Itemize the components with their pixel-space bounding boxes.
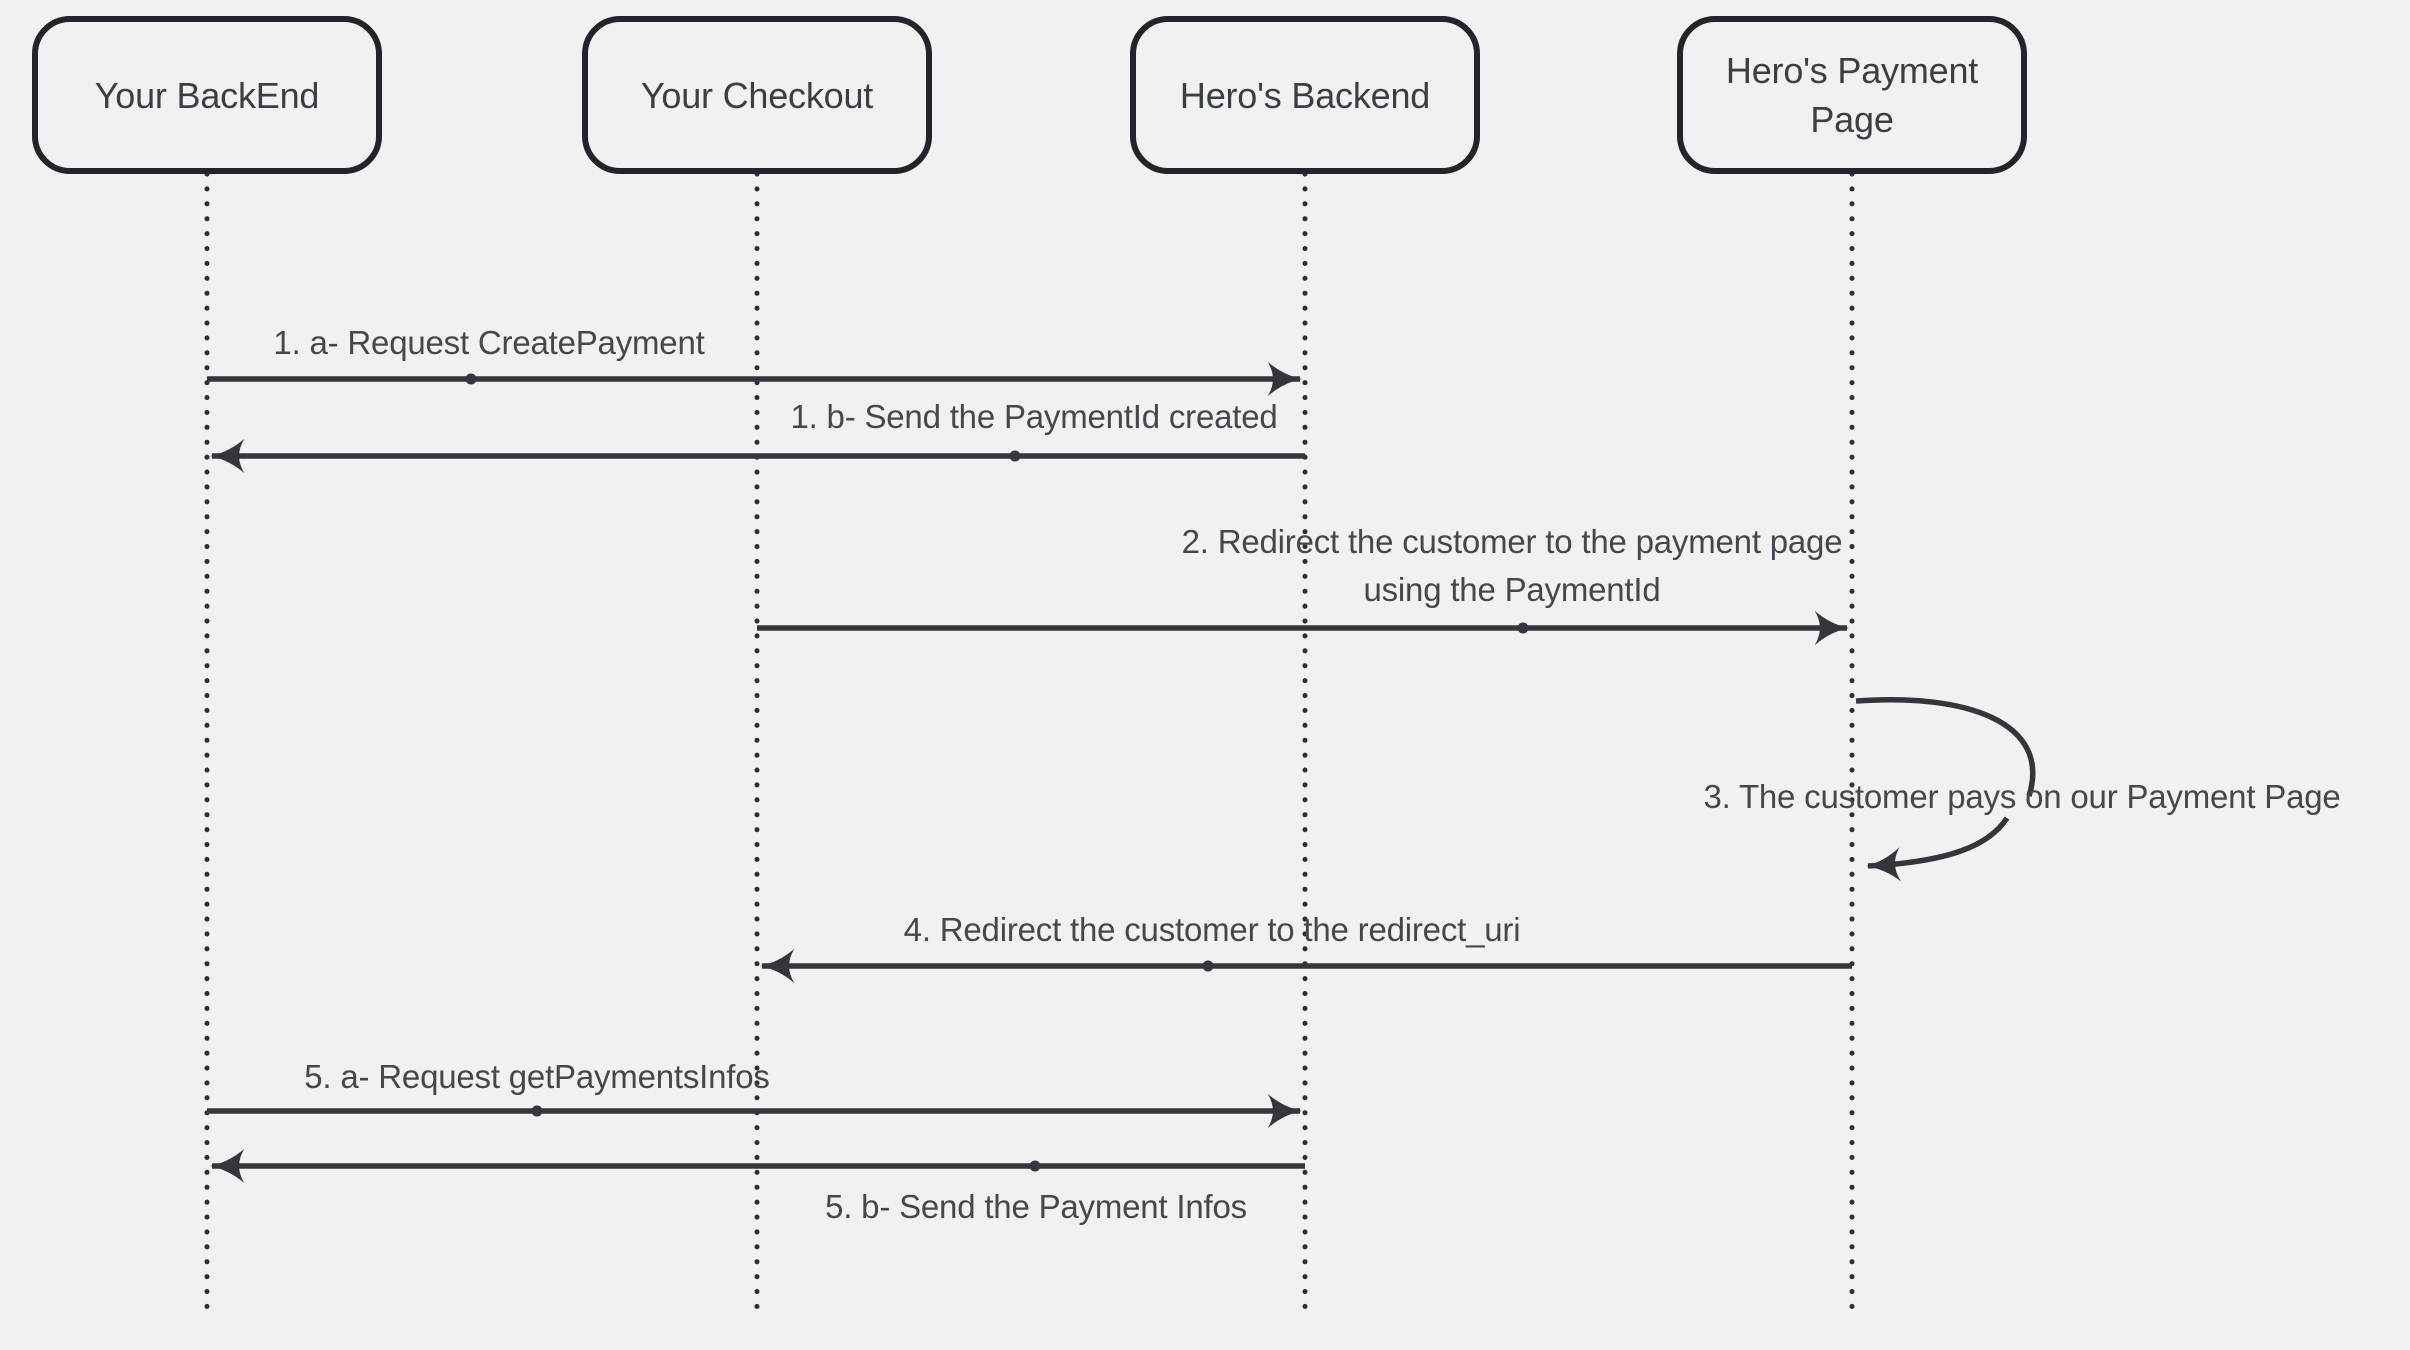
- label-anchor-dot-1b[interactable]: [1009, 450, 1021, 462]
- message-label-5b[interactable]: 5. b- Send the Payment Infos: [825, 1188, 1247, 1225]
- label-anchor-dot-4[interactable]: [1202, 960, 1214, 972]
- message-label-2-line-1: 2. Redirect the customer to the payment …: [1181, 523, 1843, 560]
- message-label-4[interactable]: 4. Redirect the customer to the redirect…: [903, 911, 1521, 948]
- actor-label: Your Checkout: [640, 74, 874, 116]
- actor-your-backend[interactable]: Your BackEnd: [32, 16, 382, 174]
- message-label-5a[interactable]: 5. a- Request getPaymentsInfos: [304, 1058, 770, 1095]
- message-label-1b[interactable]: 1. b- Send the PaymentId created: [790, 398, 1278, 435]
- label-anchor-dot-1a[interactable]: [465, 373, 477, 385]
- message-label-3[interactable]: 3. The customer pays on our Payment Page: [1703, 778, 2341, 815]
- message-label-1a[interactable]: 1. a- Request CreatePayment: [273, 324, 705, 361]
- arrow-3-self-loop-top[interactable]: [1855, 696, 2036, 797]
- actor-heros-backend[interactable]: Hero's Backend: [1130, 16, 1480, 174]
- actor-label: Hero's Payment Page: [1725, 50, 1979, 140]
- label-anchor-dot-2[interactable]: [1517, 622, 1529, 634]
- actor-label: Hero's Backend: [1179, 74, 1431, 116]
- actor-heros-payment-page[interactable]: Hero's Payment Page: [1677, 16, 2027, 174]
- label-anchor-dot-5b[interactable]: [1029, 1160, 1041, 1172]
- actor-your-checkout[interactable]: Your Checkout: [582, 16, 932, 174]
- message-label-2-line-2: using the PaymentId: [1363, 571, 1661, 608]
- arrow-3-self-loop-bottom[interactable]: [1866, 816, 2010, 882]
- message-label-2[interactable]: 2. Redirect the customer to the payment …: [1182, 518, 1843, 614]
- actor-label: Your BackEnd: [94, 74, 320, 116]
- label-anchor-dot-5a[interactable]: [531, 1105, 543, 1117]
